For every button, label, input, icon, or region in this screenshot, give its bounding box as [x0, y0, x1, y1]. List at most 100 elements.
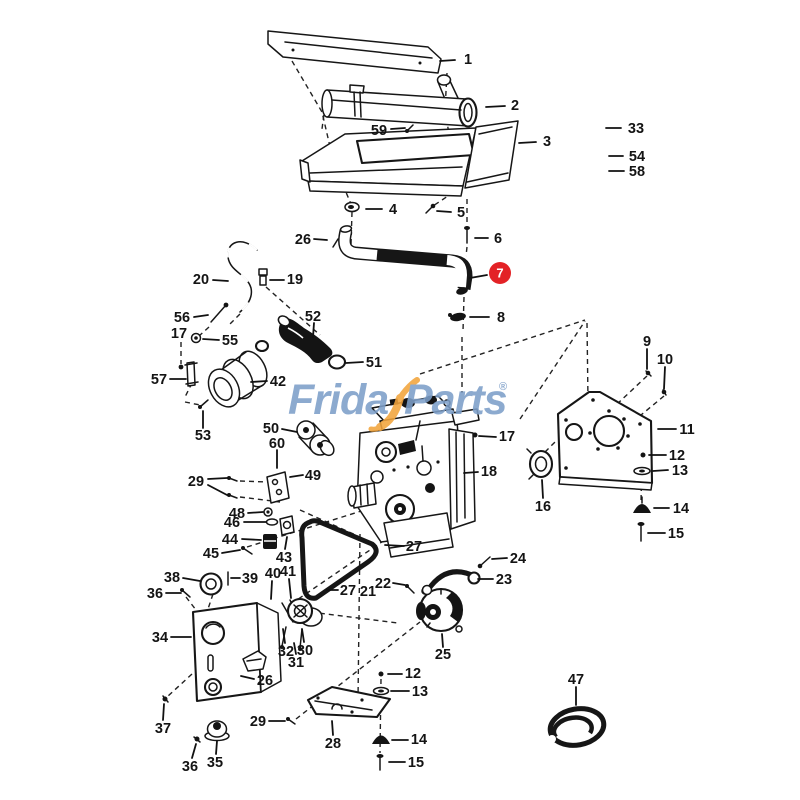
leader-line	[182, 577, 201, 582]
part-number-label: 32	[278, 644, 294, 660]
leader-line	[331, 720, 334, 736]
check-swoosh-icon	[368, 377, 420, 432]
alternator	[416, 587, 464, 633]
part-number-label: 8	[497, 310, 505, 326]
small-fasteners-top	[332, 124, 470, 322]
part-number-label: 21	[360, 584, 376, 600]
part-number-label: 37	[155, 721, 171, 737]
part-callout-20: 20	[193, 272, 229, 288]
leader-line	[193, 314, 209, 318]
part-callout-36: 36	[147, 586, 182, 602]
engine-assembly	[347, 395, 480, 558]
part-callout-45: 45	[203, 546, 241, 562]
left-small-hardware	[178, 302, 270, 409]
part-callout-5: 5	[436, 205, 465, 221]
part-callout-8: 8	[469, 310, 505, 326]
leader-line	[390, 127, 406, 130]
part-callout-10: 10	[657, 352, 673, 390]
part-number-label: 9	[643, 334, 651, 350]
part-callout-26: 26	[295, 232, 328, 248]
part-number-label: 38	[164, 570, 180, 586]
heater-hose	[227, 240, 268, 313]
part-callout-41: 41	[280, 564, 296, 599]
rear-mounting-plate	[556, 390, 654, 491]
air-filter	[207, 350, 268, 408]
leader-line	[191, 743, 197, 759]
leader-line	[518, 141, 537, 144]
part-callout-35: 35	[207, 740, 223, 771]
part-callout-53: 53	[195, 410, 211, 444]
part-callout-2: 2	[485, 98, 519, 114]
part-callout-32: 32	[278, 628, 294, 660]
hose-coil	[547, 706, 607, 748]
part-callout-1: 1	[439, 52, 472, 68]
part-number-label: 28	[325, 736, 341, 752]
part-number-label: 1	[464, 52, 472, 68]
part-callout-21: 21	[360, 584, 376, 600]
highlighted-part-callout-7[interactable]: 7	[469, 262, 511, 284]
part-callout-12: 12	[648, 448, 685, 464]
part-callout-18: 18	[463, 464, 497, 480]
part-number-label: 13	[672, 463, 688, 479]
part-number-label: 36	[182, 759, 198, 775]
part-callout-9: 9	[643, 334, 651, 370]
adjusting-arm	[405, 556, 491, 596]
part-number-label: 31	[288, 655, 304, 671]
part-number-label: 12	[669, 448, 685, 464]
highlight-badge[interactable]	[489, 262, 511, 284]
part-callout-13: 13	[390, 684, 428, 700]
part-callout-17: 17	[478, 429, 515, 445]
part-number-label: 16	[535, 499, 551, 515]
part-number-label: 7	[496, 266, 503, 281]
part-callout-49: 49	[289, 468, 321, 484]
part-callout-17: 17	[171, 326, 187, 342]
part-callout-34: 34	[152, 630, 192, 646]
part-number-label: 3	[543, 134, 551, 150]
leader-line	[241, 538, 262, 541]
starter-motor	[296, 420, 335, 457]
part-number-label: 15	[668, 526, 684, 542]
part-callout-51: 51	[345, 355, 382, 371]
leader-line	[469, 274, 488, 279]
leader-line	[463, 471, 479, 474]
part-callout-26: 26	[240, 673, 273, 689]
crank-pulley	[280, 597, 323, 651]
leader-line	[313, 238, 328, 241]
part-number-label: 39	[242, 571, 258, 587]
leader-line	[345, 361, 364, 364]
part-callout-38: 38	[164, 570, 201, 586]
part-number-label: 14	[411, 732, 427, 748]
leader-line	[212, 279, 229, 282]
part-callout-3: 3	[518, 134, 551, 150]
part-number-label: 52	[305, 309, 321, 325]
part-number-label: 55	[222, 333, 238, 349]
mounting-tray	[299, 120, 519, 197]
part-callout-25: 25	[435, 633, 451, 663]
leader-line	[652, 469, 669, 472]
watermark-text-left: Frida	[288, 376, 388, 424]
part-number-label: 47	[568, 672, 584, 688]
part-callout-43: 43	[276, 536, 292, 566]
leader-line	[439, 59, 456, 62]
part-callout-37: 37	[155, 703, 171, 737]
part-number-label: 45	[203, 546, 219, 562]
top-cover-panel	[267, 30, 442, 74]
part-number-label: 54	[629, 149, 645, 165]
leader-line	[436, 210, 452, 213]
part-number-label: 57	[151, 372, 167, 388]
part-number-label: 4	[389, 202, 397, 218]
air-intake-elbow	[277, 315, 347, 370]
part-number-label: 46	[224, 515, 240, 531]
leader-line	[312, 322, 315, 338]
part-number-label: 12	[405, 666, 421, 682]
part-number-label: 13	[412, 684, 428, 700]
support-tray	[306, 685, 392, 719]
part-number-label: 48	[229, 506, 245, 522]
leader-line	[478, 435, 497, 438]
part-number-label: 14	[673, 501, 689, 517]
part-callout-15: 15	[647, 526, 684, 542]
part-number-label: 23	[496, 572, 512, 588]
